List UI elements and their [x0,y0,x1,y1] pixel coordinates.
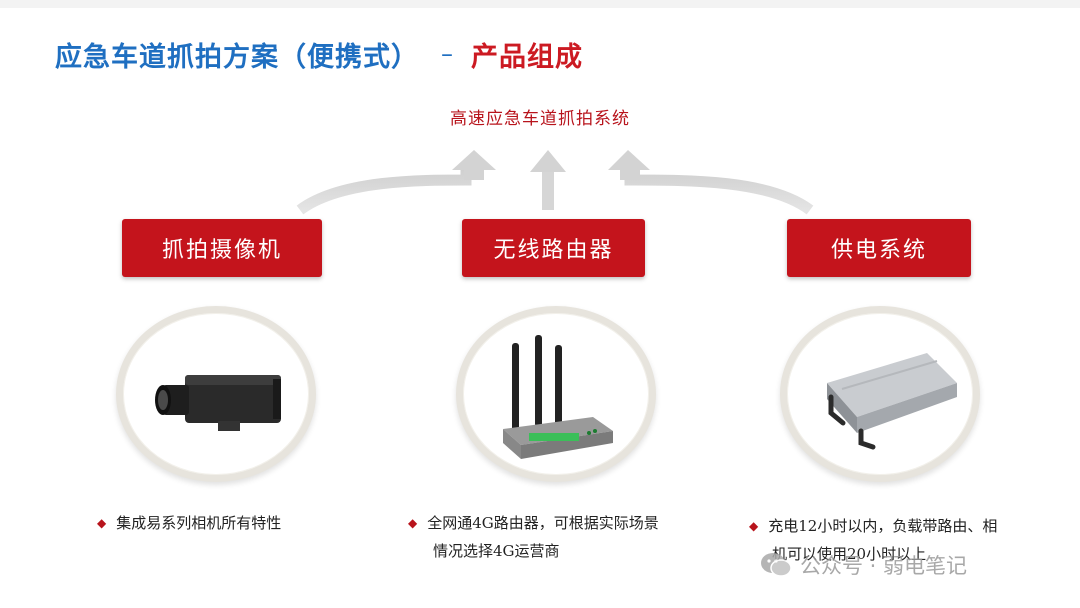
router-image [456,306,656,482]
battery-image [780,306,980,482]
camera-description: ◆ 集成易系列相机所有特性 [97,510,367,538]
router-description: ◆ 全网通4G路由器，可根据实际场景 情况选择4G运营商 [408,510,718,565]
left-arrow-head [452,150,496,180]
system-label: 高速应急车道抓拍系统 [450,109,630,129]
diamond-bullet-icon: ◆ [97,516,107,530]
power-description: ◆ 充电12小时以内，负载带路由、相 机可以使用20小时以上 [749,513,1069,568]
component-power-box: 供电系统 [787,219,971,277]
title-main: 应急车道抓拍方案（便携式） [55,41,419,73]
wechat-icon [761,553,792,577]
watermark: 公众号 · 弱电笔记 [760,550,967,580]
title-separator: – [441,40,453,68]
power-desc-line-1: 充电12小时以内，负载带路由、相 [768,517,998,535]
router-desc-line-1: 全网通4G路由器，可根据实际场景 [427,514,659,532]
diamond-bullet-icon: ◆ [408,516,418,530]
router-desc-line-2: 情况选择4G运营商 [433,542,560,560]
page-title: 应急车道抓拍方案（便携式） – 产品组成 [55,34,583,74]
left-arrow [296,168,472,215]
diamond-bullet-icon: ◆ [749,519,759,533]
center-arrow-head [530,150,566,172]
power-desc-line-2: 机可以使用20小时以上 [772,545,927,563]
title-sub: 产品组成 [471,41,583,73]
watermark-text: 公众号 · 弱电笔记 [800,554,968,578]
right-arrow-head [608,150,650,180]
center-arrow-shaft [542,170,554,210]
top-bar [0,0,1080,8]
camera-image [116,306,316,482]
component-camera-box: 抓拍摄像机 [122,219,322,277]
right-arrow [624,168,814,215]
camera-desc-line-1: 集成易系列相机所有特性 [116,514,282,532]
component-router-box: 无线路由器 [462,219,645,277]
